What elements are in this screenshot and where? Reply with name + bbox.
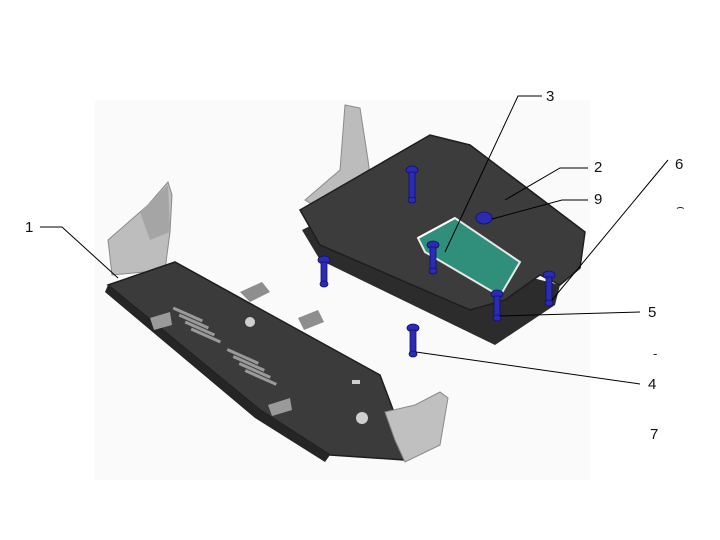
callout-5: 5: [648, 304, 657, 321]
bolt-6: [542, 270, 556, 307]
callout-1: 1: [25, 219, 34, 236]
mount-hole-1: [245, 317, 255, 327]
callout-9: 9: [594, 191, 603, 208]
bolt-b: [426, 240, 440, 275]
leader-lines: [40, 95, 669, 385]
leader-4: [415, 351, 641, 385]
leader-9: [491, 199, 588, 220]
leader-6: [551, 159, 669, 301]
bolts: [317, 165, 556, 358]
callout-3: 3: [546, 88, 555, 105]
stray-mark-tilde: ⌢: [676, 199, 685, 214]
mount-tab-3: [150, 312, 172, 330]
leader-2: [504, 167, 588, 201]
vent-slots: [172, 306, 277, 386]
bolt-a: [405, 165, 419, 204]
callout-6: 6: [675, 156, 684, 173]
bolt-4: [406, 323, 420, 358]
mount-slot: [352, 380, 360, 384]
mount-hole-2: [356, 412, 368, 424]
left-front-bracket-shade: [140, 185, 170, 240]
bolt-5: [490, 289, 504, 322]
callout-4: 4: [648, 376, 657, 393]
right-rear-bracket: [384, 391, 449, 463]
leader-1: [40, 226, 119, 279]
mount-tab-2: [298, 310, 324, 330]
insert-highlight: [417, 217, 456, 239]
leader-5: [499, 311, 641, 317]
callout-2: 2: [594, 159, 603, 176]
bolt-9: [475, 211, 493, 225]
mount-tab-1: [240, 282, 270, 302]
mount-tab-4: [268, 398, 292, 416]
leader-3: [444, 95, 542, 253]
stray-mark-dash: -: [653, 346, 658, 361]
long-plate-edge: [105, 285, 330, 462]
callout-7: 7: [650, 426, 659, 443]
bolt-c: [317, 255, 331, 288]
lower-skid-plate: [105, 180, 449, 463]
